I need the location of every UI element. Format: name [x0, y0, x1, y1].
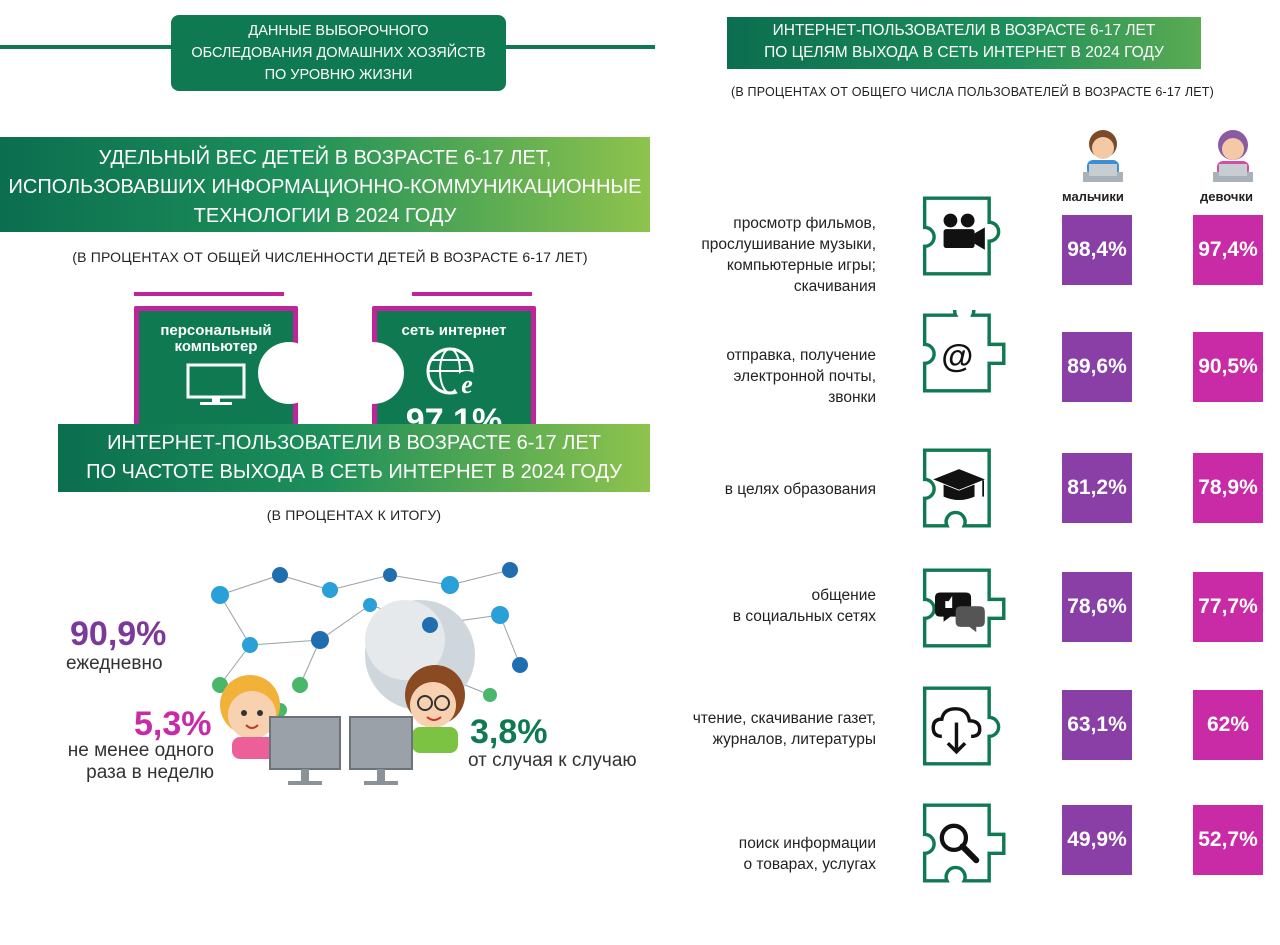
girls-value-box: 97,4% — [1193, 215, 1263, 285]
frequency-title-line: ПО ЧАСТОТЕ ВЫХОДА В СЕТЬ ИНТЕРНЕТ В 2024… — [86, 461, 622, 483]
purpose-row-label-line: отправка, получение — [726, 347, 876, 364]
video-camera-icon — [943, 213, 985, 250]
purpose-title-line: ПО ЦЕЛЯМ ВЫХОДА В СЕТЬ ИНТЕРНЕТ В 2024 Г… — [764, 44, 1164, 61]
puzzle-knob — [342, 342, 404, 404]
boys-value-box: 49,9% — [1062, 805, 1132, 875]
purpose-row-label-line: прослушивание музыки, — [701, 236, 876, 253]
svg-text:e: e — [461, 370, 473, 399]
purpose-row-label-line: журналов, литературы — [712, 731, 876, 748]
girls-value-box: 62% — [1193, 690, 1263, 760]
ict-title-line: ТЕХНОЛОГИИ В 2024 ГОДУ — [193, 205, 457, 227]
purpose-row-label-line: общение — [811, 587, 876, 604]
internet-card-title-line: сеть интернет — [401, 322, 507, 339]
occasional-label: от случая к случаю — [468, 750, 637, 771]
purpose-row-label-line: поиск информации — [738, 835, 876, 852]
frequency-title-banner: ИНТЕРНЕТ-ПОЛЬЗОВАТЕЛИ В ВОЗРАСТЕ 6-17 ЛЕ… — [58, 424, 650, 492]
survey-badge-line: ОБСЛЕДОВАНИЯ ДОМАШНИХ ХОЗЯЙСТВ — [191, 45, 486, 61]
graduation-cap-icon — [933, 469, 985, 501]
purpose-row-label: в целях образования — [640, 479, 876, 500]
purpose-subtitle: (В ПРОЦЕНТАХ ОТ ОБЩЕГО ЧИСЛА ПОЛЬЗОВАТЕЛ… — [730, 85, 1215, 99]
boys-value-box: 63,1% — [1062, 690, 1132, 760]
pc-card-title-line: персональный — [160, 322, 272, 339]
daily-value: 90,9% — [70, 615, 167, 653]
puzzle-piece — [922, 686, 1001, 766]
purpose-row-label: чтение, скачивание газет, журналов, лите… — [640, 708, 876, 750]
purpose-row-label-line: звонки — [828, 389, 876, 406]
pc-card-title-line: компьютер — [174, 338, 258, 355]
social-chat-icon — [934, 592, 985, 633]
purpose-row-label: поиск информации о товарах, услугах — [640, 833, 876, 875]
internet-card-title: сеть интернет — [377, 323, 531, 339]
ict-title-banner: УДЕЛЬНЫЙ ВЕС ДЕТЕЙ В ВОЗРАСТЕ 6-17 ЛЕТ, … — [0, 137, 650, 232]
boys-value-box: 81,2% — [1062, 453, 1132, 523]
puzzle-piece: @ — [922, 310, 1006, 393]
boys-value-box: 78,6% — [1062, 572, 1132, 642]
magnifier-icon — [939, 823, 980, 864]
weekly-label-line: не менее одного — [67, 740, 214, 761]
purpose-row-label-line: в целях образования — [724, 481, 876, 498]
purpose-row-label: общение в социальных сетях — [640, 585, 876, 627]
purpose-row-label-line: электронной почты, — [733, 368, 876, 385]
girls-value-box: 78,9% — [1193, 453, 1263, 523]
internet-globe-icon: e — [426, 347, 480, 399]
purpose-row-label-line: о товарах, услугах — [743, 856, 876, 873]
occasional-value: 3,8% — [470, 713, 548, 751]
boy-avatar-icon — [1083, 130, 1123, 182]
card-accent-strip — [134, 292, 284, 296]
weekly-label: не менее одного раза в неделю — [40, 740, 214, 784]
girls-value-box: 52,7% — [1193, 805, 1263, 875]
boys-column-header: мальчики — [1062, 189, 1124, 204]
pc-card-title: персональный компьютер — [139, 323, 293, 355]
purpose-title-line: ИНТЕРНЕТ-ПОЛЬЗОВАТЕЛИ В ВОЗРАСТЕ 6-17 ЛЕ… — [772, 22, 1156, 39]
ict-subtitle: (В ПРОЦЕНТАХ ОТ ОБЩЕЙ ЧИСЛЕННОСТИ ДЕТЕЙ … — [72, 249, 588, 265]
puzzle-piece — [922, 196, 1001, 276]
girls-value-box: 77,7% — [1193, 572, 1263, 642]
at-sign-icon: @ — [941, 337, 973, 374]
weekly-value: 5,3% — [134, 705, 212, 743]
purpose-row-label: просмотр фильмов, прослушивание музыки, … — [640, 213, 876, 297]
girl-avatar-icon — [1213, 130, 1253, 182]
puzzle-piece — [922, 568, 1006, 648]
network-illustration — [211, 562, 528, 785]
puzzle-piece — [922, 448, 991, 528]
monitor-icon — [186, 363, 246, 405]
boys-value-box: 89,6% — [1062, 332, 1132, 402]
purpose-row-label-line: в социальных сетях — [732, 608, 876, 625]
puzzle-knob — [258, 342, 320, 404]
purpose-row-label-line: скачивания — [793, 278, 876, 295]
purpose-title-banner: ИНТЕРНЕТ-ПОЛЬЗОВАТЕЛИ В ВОЗРАСТЕ 6-17 ЛЕ… — [727, 17, 1201, 69]
card-accent-strip — [412, 292, 532, 296]
ict-title-line: УДЕЛЬНЫЙ ВЕС ДЕТЕЙ В ВОЗРАСТЕ 6-17 ЛЕТ, — [98, 147, 552, 169]
purpose-row-label-line: компьютерные игры; — [726, 257, 876, 274]
girls-value-box: 90,5% — [1193, 332, 1263, 402]
daily-label: ежедневно — [66, 653, 163, 674]
puzzle-piece — [922, 803, 1006, 883]
frequency-title-line: ИНТЕРНЕТ-ПОЛЬЗОВАТЕЛИ В ВОЗРАСТЕ 6-17 ЛЕ… — [107, 432, 601, 454]
boys-value-box: 98,4% — [1062, 215, 1132, 285]
purpose-row-label-line: чтение, скачивание газет, — [692, 710, 876, 727]
purpose-row-label-line: просмотр фильмов, — [733, 215, 876, 232]
frequency-subtitle: (В ПРОЦЕНТАХ К ИТОГУ) — [266, 507, 442, 523]
purpose-row-label: отправка, получение электронной почты, з… — [640, 345, 876, 408]
survey-badge-line: ПО УРОВНЮ ЖИЗНИ — [264, 67, 413, 83]
girls-column-header: девочки — [1200, 189, 1253, 204]
internet-card: сеть интернет e 97,1% — [372, 306, 536, 436]
survey-badge-line: ДАННЫЕ ВЫБОРОЧНОГО — [248, 23, 429, 39]
ict-title-line: ИСПОЛЬЗОВАВШИХ ИНФОРМАЦИОННО-КОММУНИКАЦИ… — [8, 176, 642, 198]
cloud-download-icon — [931, 707, 982, 755]
weekly-label-line: раза в неделю — [86, 762, 214, 783]
survey-badge: ДАННЫЕ ВЫБОРОЧНОГО ОБСЛЕДОВАНИЯ ДОМАШНИХ… — [171, 15, 506, 91]
